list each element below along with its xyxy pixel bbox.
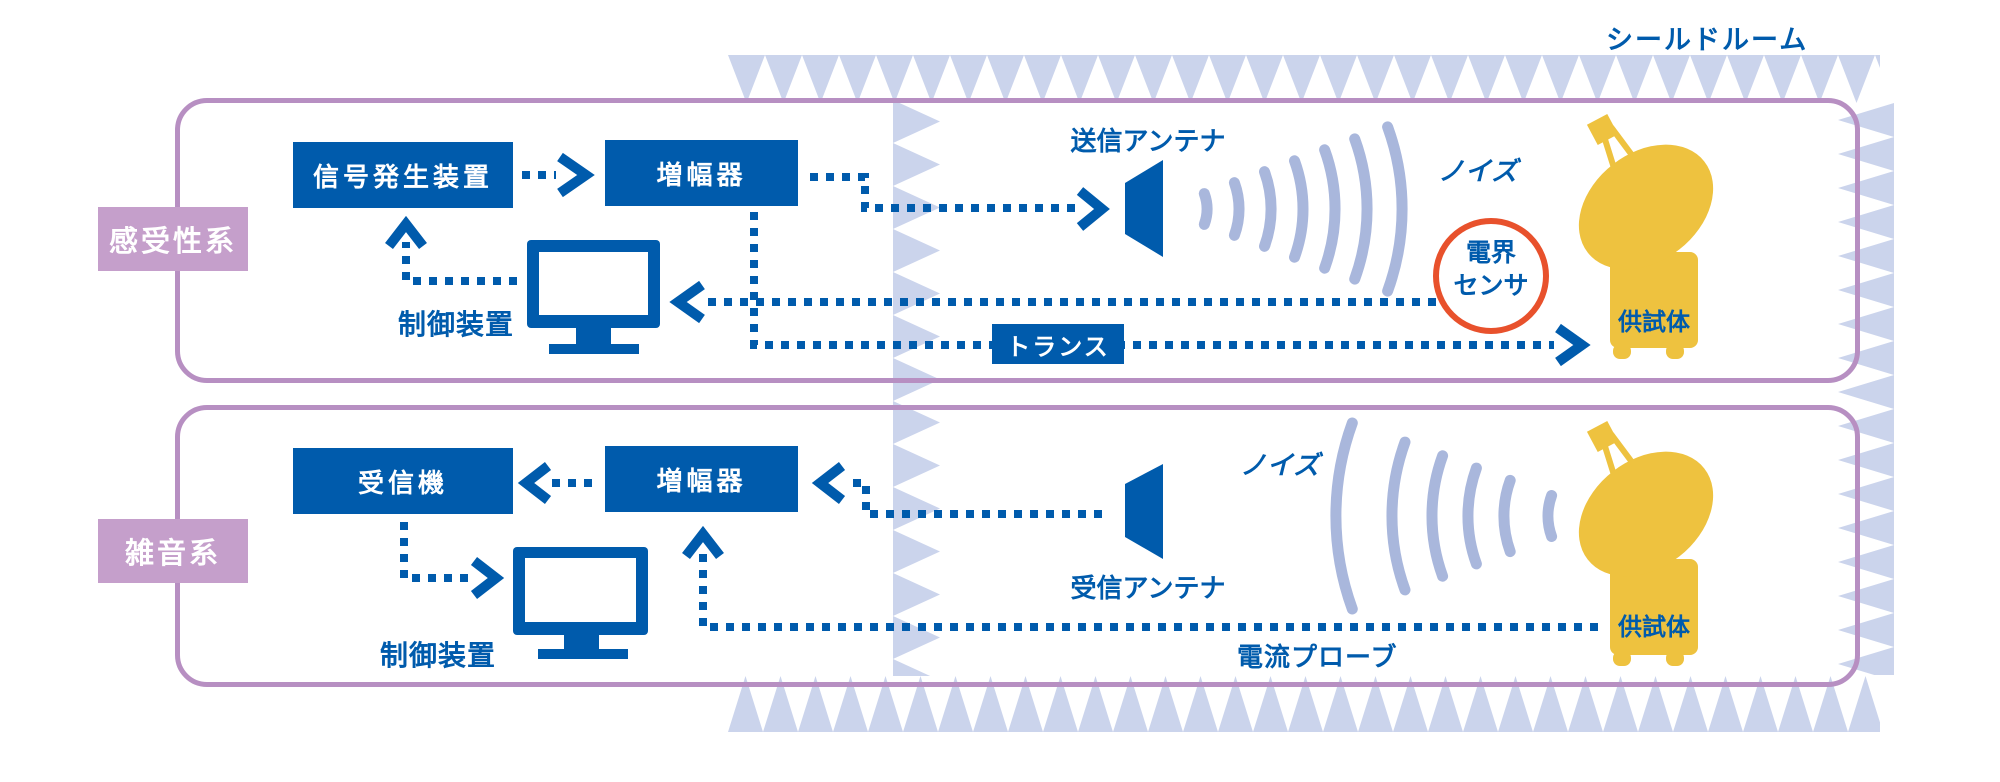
noise-waves-bottom [1330,417,1558,615]
arrow-right-icon [1555,323,1591,367]
signal-connections [400,171,1598,631]
field-sensor-label: 電界 センサ [1436,237,1546,302]
eut-bottom-label: 供試体 [1618,614,1690,641]
field-sensor-label-line2: センサ [1453,271,1529,300]
system-label-noise: 雑音系 [98,519,248,583]
arrow-right-icon [557,152,595,198]
arrow-up-icon [385,215,427,250]
controller-top-label: 制御装置 [398,309,515,340]
controller-bottom-label: 制御装置 [380,640,497,671]
noise-bottom-label: ノイズ [1240,450,1321,480]
absorber-wall-top [728,55,1880,103]
current-probe-label: 電流プローブ [1237,642,1398,672]
signal-generator-box: 信号発生装置 [293,142,513,208]
tx-antenna-label: 送信アンテナ [1070,126,1226,156]
arrow-right-icon [1076,187,1110,231]
satellite-dish [1578,144,1714,270]
eut-satellite-bottom-icon [1578,420,1714,666]
rx-horn-antenna-icon [1125,464,1163,559]
arrow-left-icon [811,462,846,504]
absorber-wall-bottom [728,676,1880,732]
line-amp-to-tx-antenna [810,173,1076,212]
shield-room-label: シールドルーム [1606,25,1809,55]
noise-top-label: ノイズ [1438,156,1519,186]
amplifier-bottom-box: 増幅器 [605,446,798,512]
line-amp-to-transformer-to-eut [750,212,1554,349]
line-receiver-to-controller [400,522,468,582]
arrow-left-icon [517,462,552,504]
noise-waves-top [1198,121,1408,297]
field-sensor-circle [1433,218,1549,334]
absorber-wall-left [893,100,940,676]
satellite-feed-head [1586,113,1619,146]
receiver-box: 受信機 [293,448,513,514]
field-sensor-label-line1: 電界 [1465,239,1516,267]
arrowheads [385,152,1591,599]
line-controller-to-siggen [402,242,517,285]
monitor-top-icon [527,240,660,354]
rx-antenna-label: 受信アンテナ [1070,573,1226,603]
amplifier-top-box: 増幅器 [605,140,798,206]
line-current-probe-to-amp [699,552,1598,631]
system-label-susceptibility: 感受性系 [98,207,248,271]
line-rx-antenna-to-amp [848,479,1102,518]
arrow-right-icon [470,557,505,599]
tx-horn-antenna-icon [1125,160,1163,257]
satellite-feed-head [1586,420,1619,453]
satellite-body [1610,252,1698,348]
absorber-wall-right [1838,103,1894,675]
arrow-up-icon [682,525,724,560]
satellite-dish [1578,451,1714,577]
satellite-body [1610,559,1698,655]
arrow-left-icon [669,280,705,324]
transformer-box: トランス [992,324,1124,364]
monitor-bottom-icon [513,547,648,659]
eut-satellite-top-icon [1578,113,1714,359]
eut-top-label: 供試体 [1618,309,1690,336]
